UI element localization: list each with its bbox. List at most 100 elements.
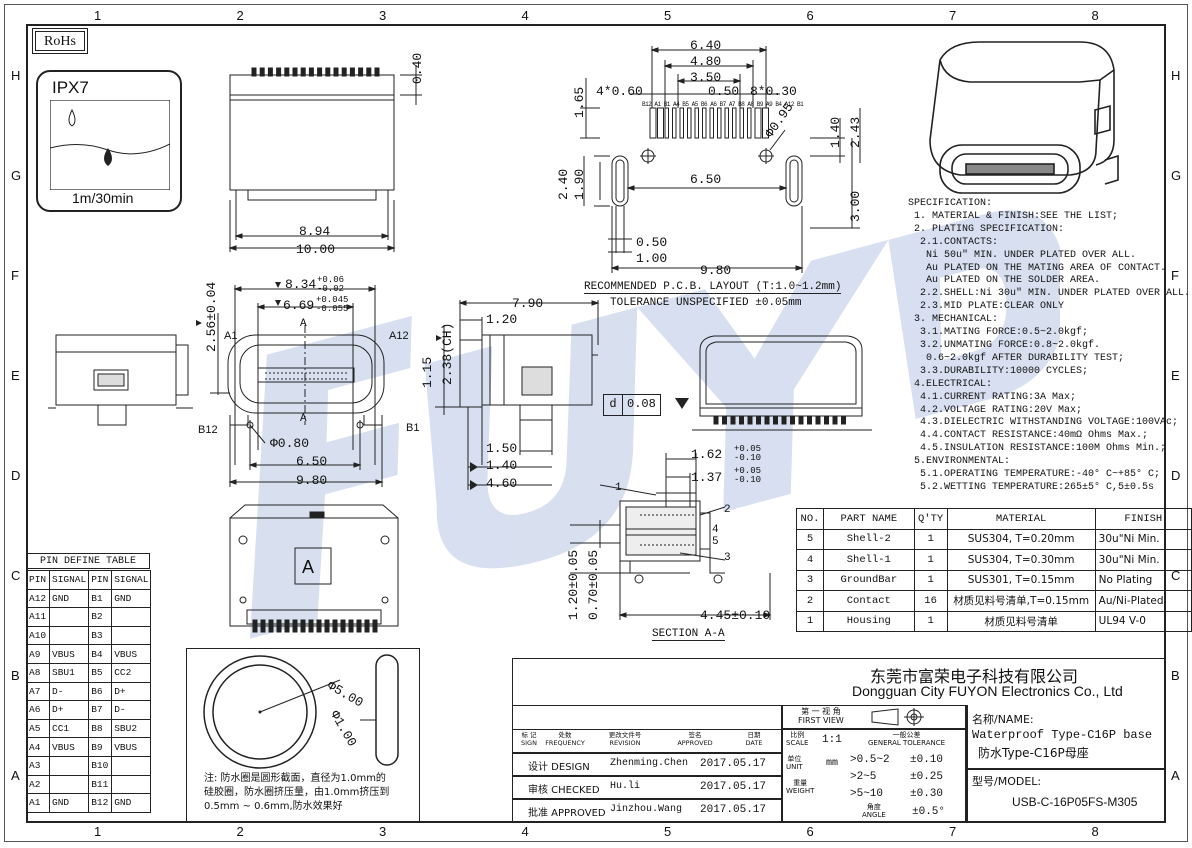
pin-table-cell: B10: [88, 755, 113, 776]
drawing-outer-border: [4, 4, 1188, 842]
zone-col-top: 6: [806, 8, 814, 23]
top-dim-0-40: 0.40: [410, 52, 425, 84]
spec-line: 4.3.DIELECTRIC WITHSTANDING VOLTAGE:100V…: [908, 417, 1179, 429]
bottom-view-pin: [316, 619, 322, 633]
bottom-view-pin: [300, 619, 306, 633]
section-dim-1-37-tol-up: +0.05: [734, 466, 762, 476]
tolerance-range: >0.5~2: [850, 754, 890, 766]
pin-table-cell: A7: [26, 681, 50, 702]
pcb-pad: [694, 107, 699, 139]
section-dim-4-45: 4.45±0.10: [700, 608, 771, 623]
pcb-dim-3-00: 3.00: [848, 190, 863, 222]
sign-role: 批准 APPROVED: [528, 808, 606, 819]
left-side-view: [48, 334, 193, 426]
spec-line: Au PLATED ON THE MATING AREA OF CONTACT.: [908, 262, 1167, 274]
pin-table-cell: A3: [26, 755, 50, 776]
pcb-left-pads: 4*0.60: [596, 84, 643, 99]
pin-table-cell: VBUS: [111, 644, 152, 664]
angle-tolerance: ±0.5°: [912, 806, 946, 818]
pcb-pad: [709, 107, 714, 139]
unit-en: UNIT: [786, 763, 803, 771]
first-view-en: FIRST VIEW: [798, 716, 844, 725]
spec-line: 3.3.DURABILITY:10000 CYCLES;: [908, 365, 1089, 377]
sign-date: 2017.05.17: [700, 758, 767, 770]
unit-cn: 单位: [787, 755, 802, 763]
specification-notes: SPECIFICATION: 1. MATERIAL & FINISH:SEE …: [908, 198, 1190, 495]
top-view-drawing: [228, 65, 422, 252]
front-dim-8-34-tol-dn: -0.02: [317, 284, 345, 294]
zone-col-bottom: 2: [236, 824, 244, 839]
pin-table-cell: GND: [48, 793, 90, 813]
tolerance-cn: 一般公差: [892, 731, 921, 739]
pin-table-header: SIGNAL: [48, 570, 90, 590]
pcb-pad: [687, 107, 692, 139]
unit-value: mm: [826, 758, 839, 769]
bom-cell: Shell-1: [822, 549, 915, 571]
datum-triangle-icon: [675, 398, 689, 409]
pcb-dim-6-50: 6.50: [690, 172, 722, 187]
flatness-tolerance-box: d 0.08: [603, 394, 661, 416]
top-view-pin: [325, 67, 331, 77]
bottom-view-pin: [364, 619, 370, 633]
top-view-pin: [292, 67, 298, 77]
pcb-pad: [754, 107, 762, 139]
bom-cell: 4: [796, 549, 824, 571]
bottom-view-pin: [268, 619, 274, 633]
section-dim-1-62: 1.62: [691, 447, 723, 462]
sign-name: Zhenming.Chen: [610, 758, 689, 769]
bom-header-cell: NO.: [796, 508, 824, 530]
pcb-right-pads: 8*0.30: [750, 84, 797, 99]
spec-line: 4.1.CURRENT RATING:3A Max;: [908, 391, 1077, 403]
first-view-cn: 第 一 视 角: [801, 707, 841, 716]
section-dim-1-62-tol-up: +0.05: [734, 444, 762, 454]
name-label: 名称/NAME:: [972, 713, 1034, 726]
bom-cell: 材质见料号清单: [946, 610, 1096, 632]
tolerance-range: >5~10: [850, 788, 884, 800]
bom-cell: Shell-2: [822, 528, 915, 550]
front-pin-b12: B12: [198, 424, 218, 436]
pin-table-cell: [111, 755, 152, 776]
bom-cell: 2: [796, 590, 824, 612]
gasket-note-line-2: 硅胶圈，防水圈挤压量，由1.0mm挤压到: [204, 787, 390, 798]
pin-table-cell: D+: [48, 700, 90, 720]
bottom-view-pin: [252, 619, 258, 633]
spec-line: 2.3.MID PLATE:CLEAR ONLY: [908, 301, 1065, 313]
pcb-tolerance-note: TOLERANCE UNSPECIFIED ±0.05mm: [610, 297, 802, 309]
rear-view-pin: [747, 415, 753, 425]
ipx7-label: IPX7: [52, 78, 89, 97]
top-view-pin: [366, 67, 372, 77]
bom-cell: 16: [913, 590, 948, 612]
sign-name: Jinzhou.Wang: [610, 804, 683, 815]
pin-table-cell: B9: [88, 737, 113, 757]
sign-name: Hu.li: [610, 781, 641, 792]
flatness-symbol: d: [604, 395, 623, 415]
pin-table-cell: [48, 625, 90, 646]
zone-row-left: B: [11, 668, 20, 683]
pin-table-cell: A8: [26, 662, 50, 683]
gasket-note-line-1: 注: 防水圈是圆形截面，直径为1.0mm的: [204, 773, 386, 784]
spec-line: 4.5.INSULATION RESISTANCE:100M Ohms Min.…: [908, 443, 1167, 455]
pin-table-cell: B11: [88, 774, 113, 795]
side-view-drawing: [435, 300, 600, 490]
bottom-view-drawing: [229, 504, 399, 633]
zone-row-left: G: [11, 168, 22, 183]
tolerance-value: ±0.30: [910, 788, 944, 800]
bom-header-cell: Q'TY: [913, 508, 948, 530]
bom-header-cell: MATERIAL: [946, 508, 1096, 530]
pcb-dim-0-50b: 0.50: [636, 235, 668, 250]
pcb-pad: [724, 107, 729, 139]
revision-header-cn: 日期: [747, 731, 761, 739]
zone-col-bottom: 6: [806, 824, 814, 839]
section-dim-1-62-tol-dn: -0.10: [734, 453, 762, 463]
pin-table-cell: SBU1: [48, 662, 90, 683]
section-dim-0-70: 0.70±0.05: [586, 549, 601, 620]
bom-cell: SUS301, T=0.15mm: [946, 569, 1096, 591]
pin-table-cell: VBUS: [111, 737, 152, 757]
top-view-pin: [341, 67, 347, 77]
